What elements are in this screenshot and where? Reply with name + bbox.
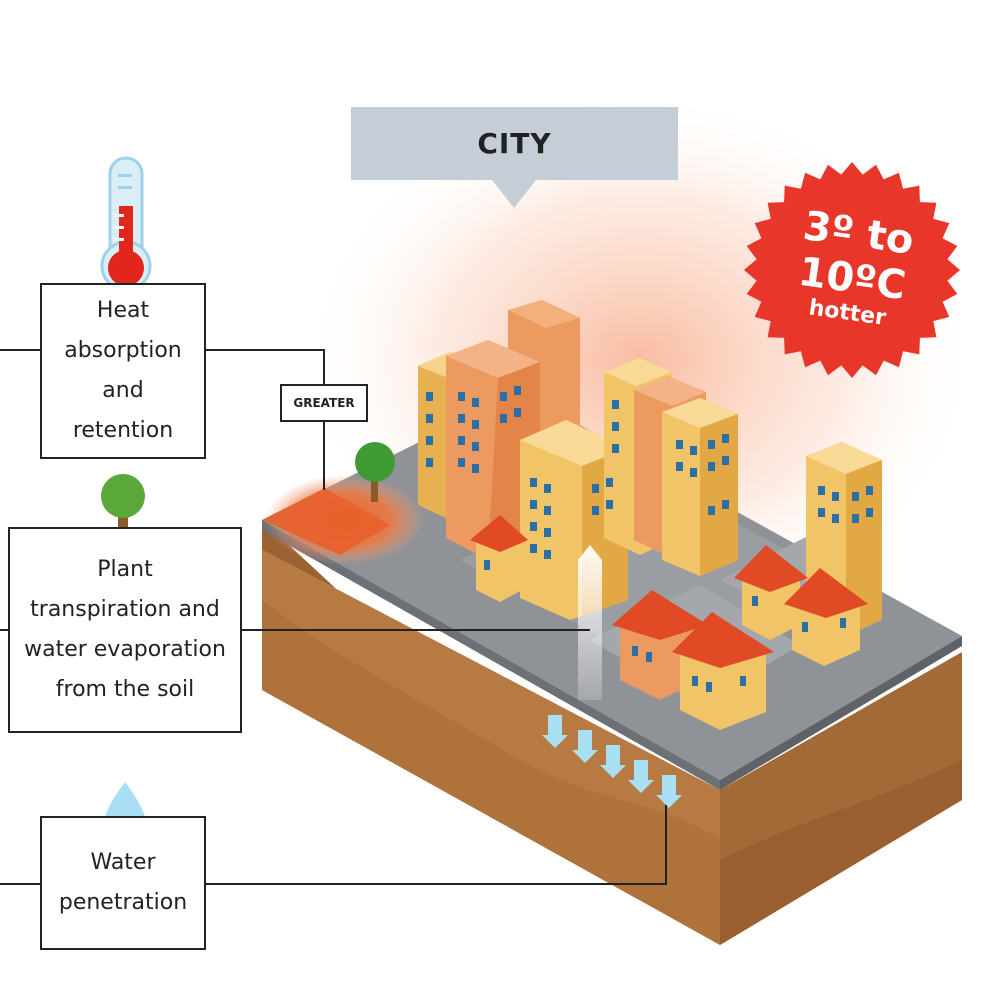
heat-hotspot [262, 475, 425, 565]
city-label: CITY [351, 107, 678, 180]
hotter-badge-text: 3º to 10ºC hotter [729, 166, 975, 395]
thermometer-icon [100, 156, 152, 292]
heat-absorption-box: Heat absorption and retention [40, 283, 206, 459]
hotter-badge [744, 162, 960, 378]
greater-sign: GREATER [280, 384, 368, 422]
ground-tree [355, 442, 395, 502]
soil-block [262, 520, 962, 945]
plant-transpiration-box: Plant transpiration and water evaporatio… [8, 527, 242, 733]
city-callout-pointer [492, 180, 536, 208]
water-penetration-box: Water penetration [40, 816, 206, 950]
houses [470, 515, 868, 730]
water-infiltration-arrows [542, 715, 682, 808]
evaporation-arrow [578, 545, 602, 700]
